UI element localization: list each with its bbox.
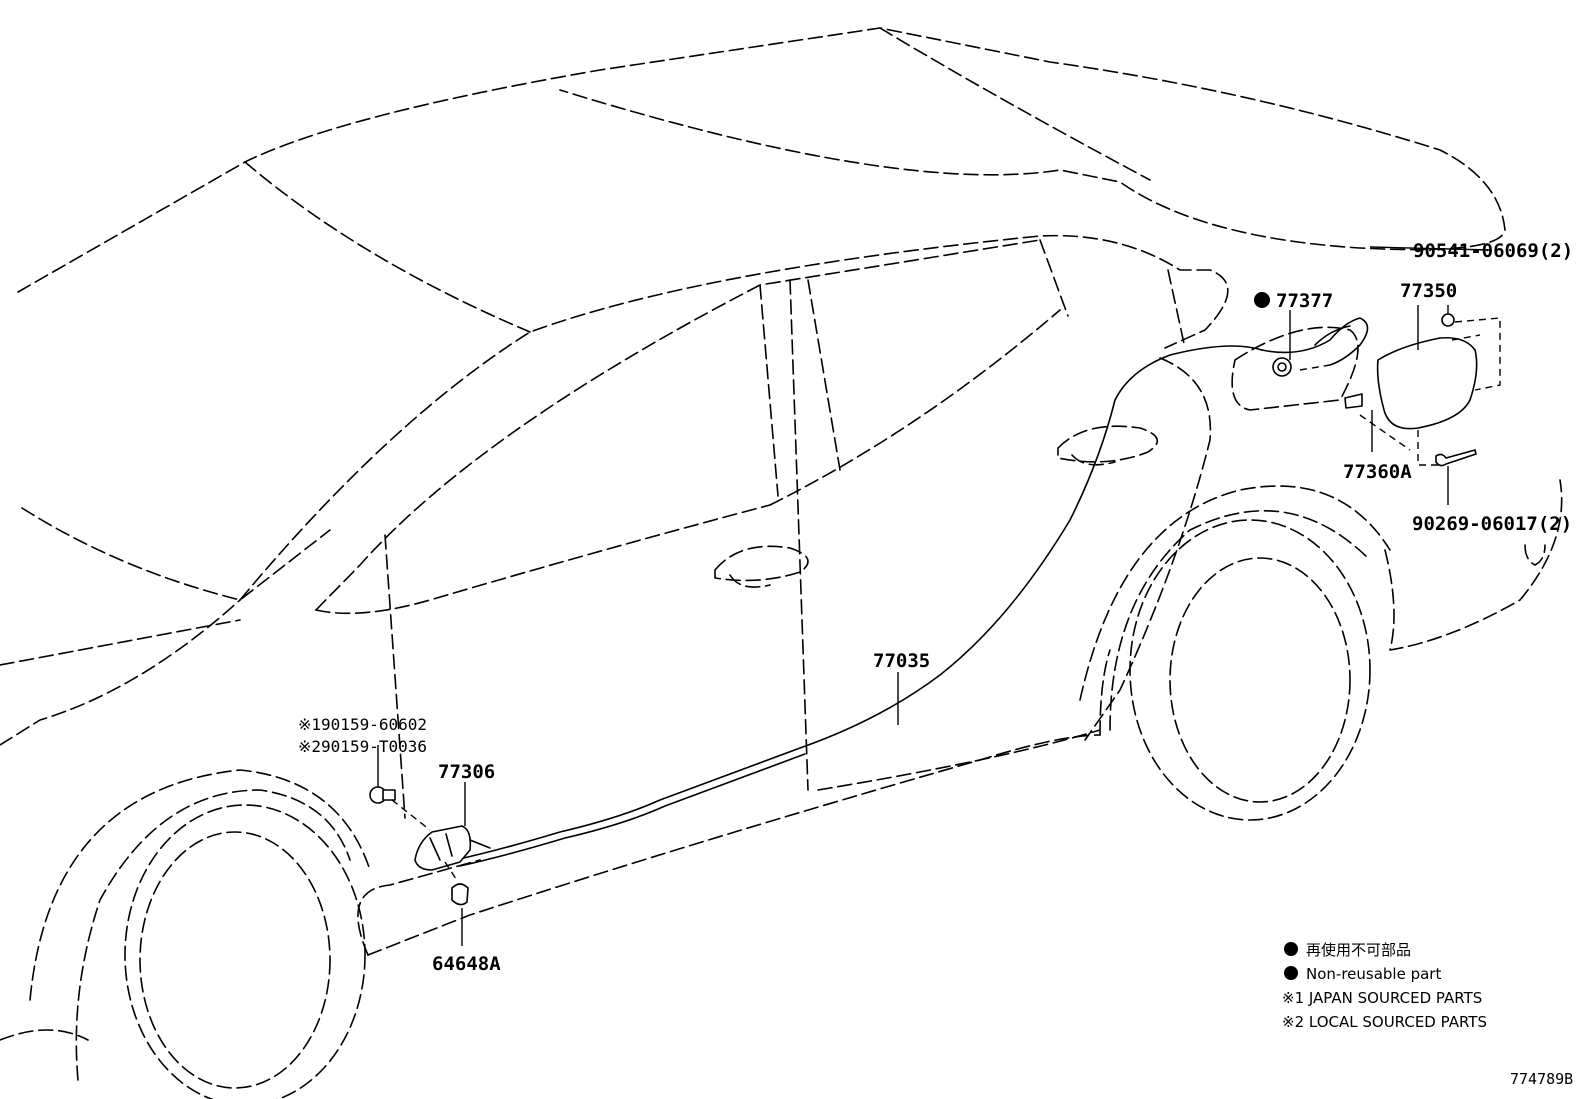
legend-bullet-1 xyxy=(1284,942,1298,956)
legend: 再使用不可部品 Non-reusable part ※1 JAPAN SOURC… xyxy=(1282,941,1487,1031)
legend-local-sourced: ※2 LOCAL SOURCED PARTS xyxy=(1282,1013,1487,1031)
legend-japan-sourced: ※1 JAPAN SOURCED PARTS xyxy=(1282,989,1482,1007)
clip-64648A xyxy=(444,861,469,906)
part-labels: 90541-06069(2) 77377 77350 77360A 90269-… xyxy=(298,240,1573,975)
label-77350: 77350 xyxy=(1400,280,1457,302)
lid-hook xyxy=(1314,325,1351,346)
rivet-90269 xyxy=(1435,449,1477,467)
leader-lines xyxy=(377,246,1491,946)
label-90159-T0036: ※290159-T0036 xyxy=(298,737,427,756)
fuel-lid-77350 xyxy=(1359,317,1501,466)
label-77306: 77306 xyxy=(438,761,495,783)
car-body-outline xyxy=(0,27,1563,1099)
label-90269-06017: 90269-06017(2) xyxy=(1412,513,1572,535)
non-reusable-marker-77377 xyxy=(1254,292,1270,308)
label-77035: 77035 xyxy=(873,650,930,672)
label-90159-60602: ※190159-60602 xyxy=(298,715,427,734)
label-90541-06069: 90541-06069(2) xyxy=(1413,240,1573,262)
opener-cable xyxy=(454,317,1369,867)
hinge-clip-77360A xyxy=(1344,393,1363,409)
legend-bullet-2 xyxy=(1284,966,1298,980)
lever-part-77306 xyxy=(414,825,491,871)
legend-non-reusable-jp: 再使用不可部品 xyxy=(1306,941,1411,959)
label-77377: 77377 xyxy=(1276,290,1333,312)
legend-non-reusable-en: Non-reusable part xyxy=(1306,965,1441,983)
label-77360A: 77360A xyxy=(1343,461,1412,483)
retainer-77377 xyxy=(1272,357,1331,377)
nut-90541 xyxy=(1441,313,1455,327)
label-64648A: 64648A xyxy=(432,953,501,975)
figure-reference: 774789B xyxy=(1510,1070,1573,1088)
screw-90159 xyxy=(369,786,431,831)
